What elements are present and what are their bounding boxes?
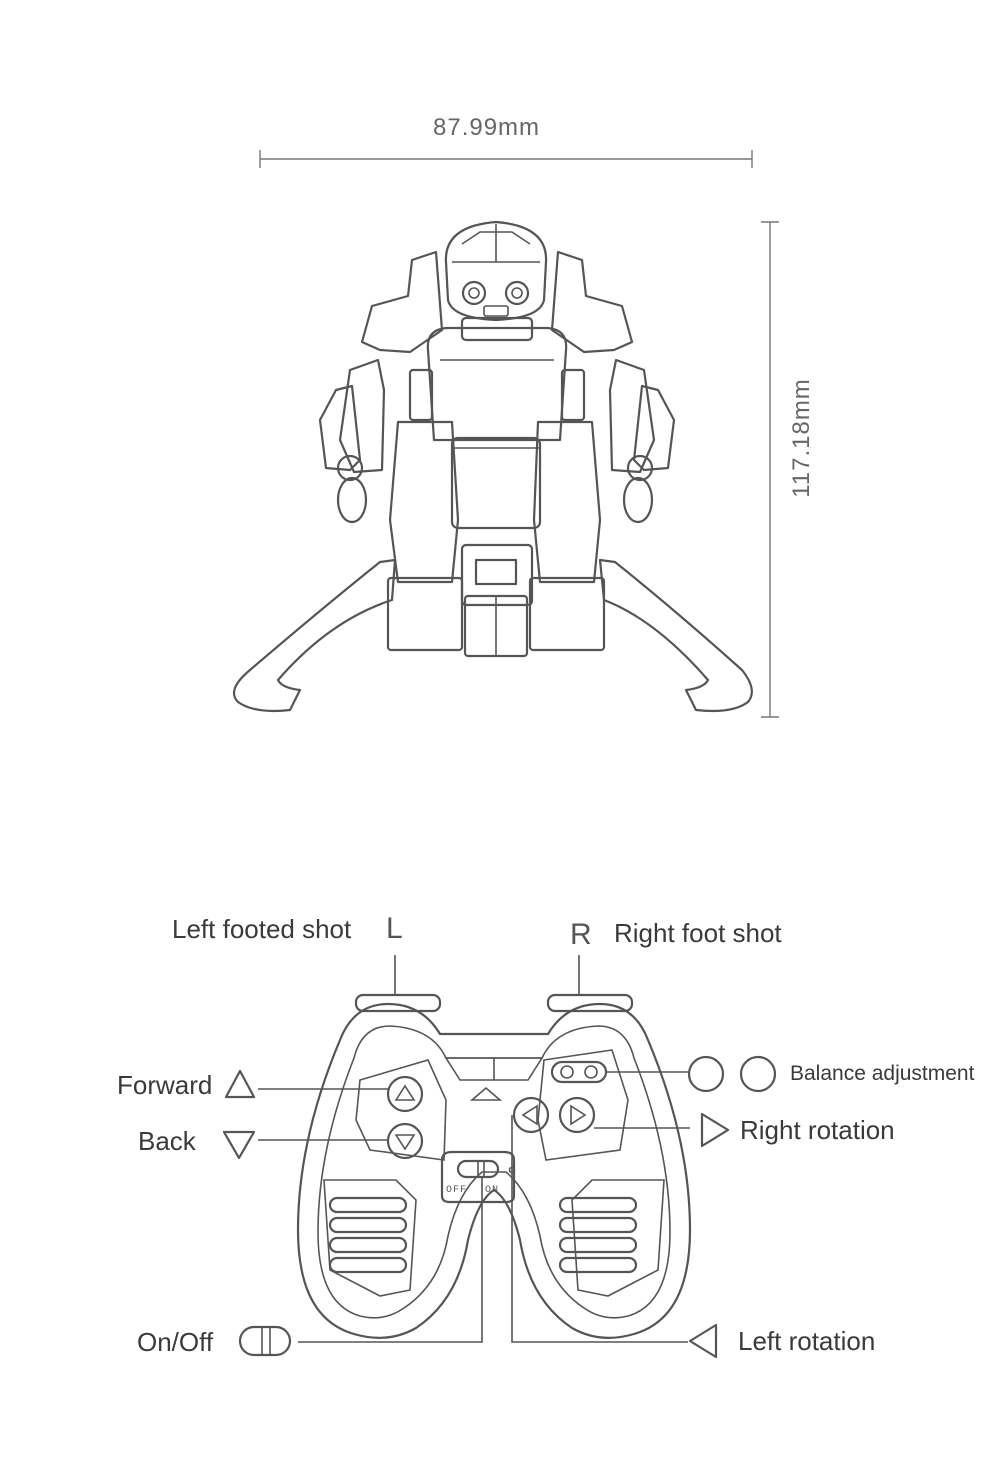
back-triangle-icon [222,1130,256,1160]
right-rotation-button [558,1096,596,1134]
power-switch-housing [440,1150,516,1204]
robot-left-eye [461,280,487,306]
back-button [386,1122,424,1160]
power-switch-off-label: OFF [446,1185,468,1196]
balance-right-circle-icon [739,1055,777,1093]
right-shoulder [550,250,634,354]
controller-illustration [296,993,692,1339]
left-rotation-label: Left rotation [738,1326,876,1356]
pelvis [450,436,542,530]
right-rotation-label: Right rotation [740,1115,895,1145]
left-stand-leg [232,558,397,713]
width-dimension-line [259,150,753,168]
left-forearm [318,384,362,472]
forward-triangle-icon [224,1069,256,1099]
right-shoulder-button [546,993,634,1013]
left-foot-block [386,576,464,652]
right-foot-block [528,576,606,652]
left-shoulder-button [354,993,442,1013]
left-upper-arm [338,358,386,474]
left-rotation-triangle-icon [688,1323,718,1359]
center-hip [460,543,534,607]
onoff-switch-icon [238,1325,292,1357]
center-hip-inner [474,558,518,586]
right-grip-ribs [558,1179,665,1297]
left-shoulder-letter: L [386,912,403,945]
left-grip-ribs [323,1179,417,1297]
torso [426,326,568,442]
balance-adjustment-label: Balance adjustment [790,1062,975,1085]
right-upper-arm [608,358,656,474]
legend-icons [222,1055,777,1359]
right-thigh [532,420,602,584]
robot-illustration [232,220,753,713]
right-shoulder-letter: R [570,918,592,951]
left-shoulder [360,250,444,354]
left-thigh [388,420,460,584]
forward-label: Forward [117,1070,213,1100]
robot-right-eye [504,280,530,306]
balance-buttons [550,1060,608,1084]
callout-lines [258,955,690,1343]
controller-body [296,1002,692,1339]
left-footed-shot-label: Left footed shot [172,914,352,944]
balance-left-circle-icon [687,1055,725,1093]
back-label: Back [138,1126,196,1156]
power-switch-on-label: ON [485,1185,500,1196]
left-hand [336,476,368,524]
right-rotation-triangle-icon [700,1112,730,1148]
width-dimension-label: 87.99mm [433,114,541,141]
height-dimension-label: 117.18mm [788,378,815,498]
left-rotation-button [512,1096,550,1134]
right-stand-leg [598,558,753,713]
right-hand [622,476,654,524]
robot-head [444,220,548,322]
right-forearm [632,384,676,472]
height-dimension-line [761,221,779,718]
forward-button [386,1075,424,1113]
right-foot-shot-label: Right foot shot [614,918,782,948]
onoff-label: On/Off [137,1327,214,1357]
